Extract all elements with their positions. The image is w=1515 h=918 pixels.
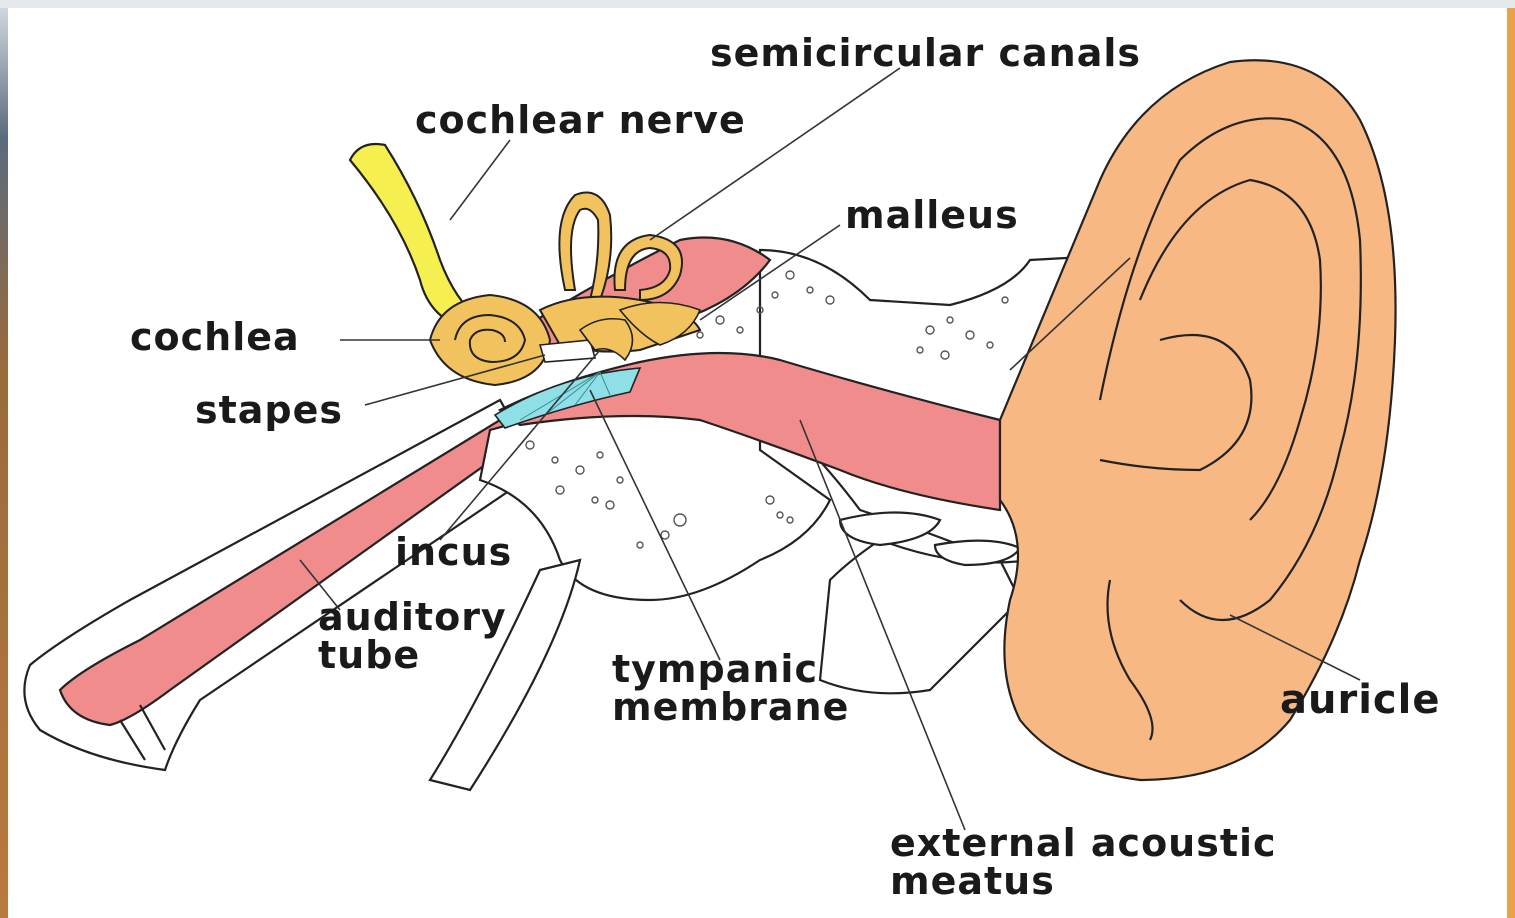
label-cochlea: cochlea [130, 315, 300, 359]
label-malleus: malleus [845, 193, 1019, 237]
auricle-shape [1000, 60, 1396, 780]
label-incus: incus [395, 530, 512, 574]
label-external-acoustic-meatus-line2: meatus [890, 859, 1055, 903]
semicircular-canal-superior [559, 193, 611, 301]
label-cochlear-nerve: cochlear nerve [415, 98, 746, 142]
label-tympanic-membrane-line2: membrane [612, 685, 849, 729]
label-auricle: auricle [1280, 677, 1440, 723]
frame-left-edge [0, 0, 8, 918]
label-stapes: stapes [195, 388, 343, 432]
frame-top-edge [0, 0, 1515, 8]
frame-right-edge [1507, 0, 1515, 918]
label-auditory-tube-line2: tube [318, 633, 420, 677]
label-semicircular-canals: semicircular canals [710, 31, 1141, 75]
auditory-tube [24, 400, 540, 770]
